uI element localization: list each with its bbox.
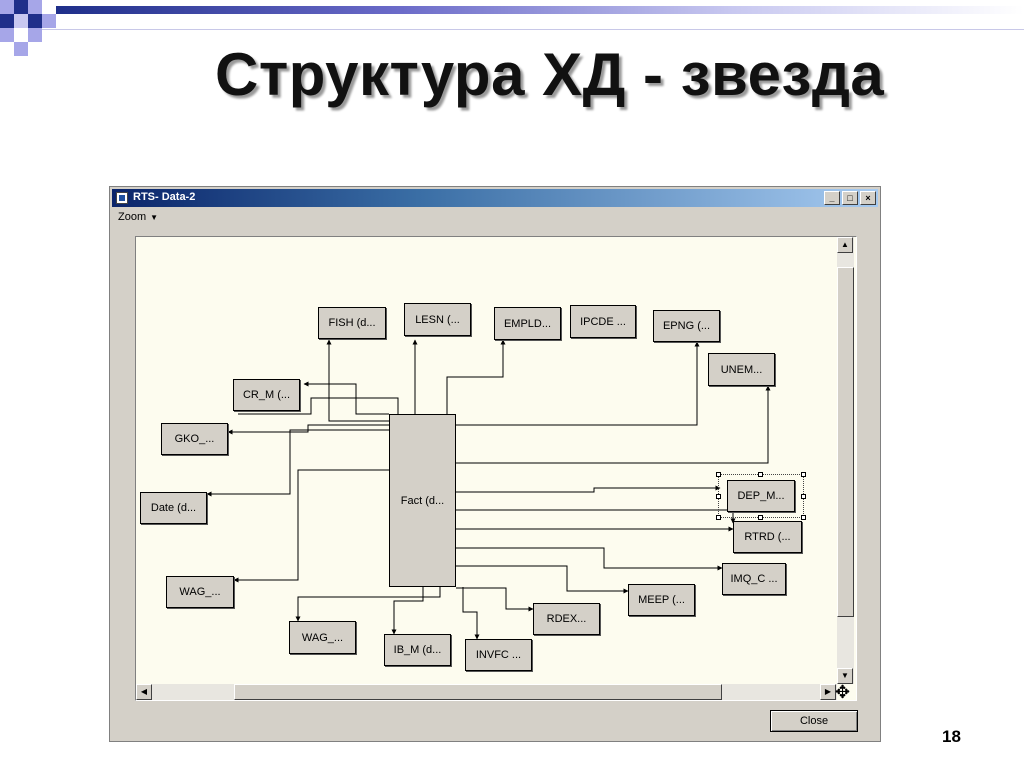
decor-square (0, 14, 14, 28)
dimension-ipcde[interactable]: IPCDE ... (570, 305, 636, 338)
dimension-rdex[interactable]: RDEX... (533, 603, 600, 635)
decor-square (28, 28, 42, 42)
decor-line (42, 29, 1024, 30)
decor-square (28, 14, 42, 28)
minimize-button[interactable]: _ (824, 191, 840, 205)
vertical-scroll-thumb[interactable] (837, 267, 854, 617)
horizontal-scrollbar[interactable]: ◀ ▶ (136, 684, 837, 700)
resize-handle[interactable] (716, 494, 721, 499)
decor-square (14, 14, 28, 28)
dimension-dep-m[interactable]: DEP_M... (727, 480, 795, 512)
vertical-scrollbar[interactable]: ▲ ▼ (837, 237, 854, 684)
resize-handle[interactable] (801, 472, 806, 477)
close-window-button[interactable]: × (860, 191, 876, 205)
decor-square (42, 14, 56, 28)
page-number: 18 (942, 727, 961, 746)
scroll-left-icon[interactable]: ◀ (136, 684, 152, 700)
dimension-wag-bottom[interactable]: WAG_... (289, 621, 356, 654)
dimension-unem[interactable]: UNEM... (708, 353, 775, 386)
move-icon[interactable]: ✥ (835, 682, 851, 702)
resize-handle[interactable] (716, 472, 721, 477)
scroll-up-icon[interactable]: ▲ (837, 237, 853, 253)
dimension-epng[interactable]: EPNG (... (653, 310, 720, 342)
menu-zoom-label: Zoom (118, 211, 147, 223)
decor-square (14, 42, 28, 56)
menu-zoom[interactable]: Zoom▼ (118, 211, 158, 223)
dimension-date[interactable]: Date (d... (140, 492, 207, 524)
dimension-wag-left[interactable]: WAG_... (166, 576, 234, 608)
dimension-imq-c[interactable]: IMQ_C ... (722, 563, 786, 595)
decor-square (28, 0, 42, 14)
dimension-meep[interactable]: MEEP (... (628, 584, 695, 616)
app-icon (116, 192, 128, 204)
resize-handle[interactable] (801, 494, 806, 499)
decor-square (14, 0, 28, 14)
resize-handle[interactable] (758, 472, 763, 477)
scroll-right-icon[interactable]: ▶ (820, 684, 836, 700)
dimension-ib-m[interactable]: IB_M (d... (384, 634, 451, 666)
decor-square (0, 28, 14, 42)
horizontal-scroll-thumb[interactable] (234, 684, 722, 700)
dimension-invfc[interactable]: INVFC ... (465, 639, 532, 671)
dimension-cr-m[interactable]: CR_M (... (233, 379, 300, 411)
maximize-button[interactable]: □ (842, 191, 858, 205)
resize-handle[interactable] (716, 515, 721, 520)
dimension-empld[interactable]: EMPLD... (494, 307, 561, 340)
chevron-down-icon: ▼ (150, 213, 159, 222)
resize-handle[interactable] (801, 515, 806, 520)
scroll-down-icon[interactable]: ▼ (837, 668, 853, 684)
dimension-fish[interactable]: FISH (d... (318, 307, 386, 339)
window-titlebar[interactable]: RTS- Data-2 _ □ × (112, 189, 878, 207)
fact-table[interactable]: Fact (d... (389, 414, 456, 587)
slide-title: Структура ХД - звезда (215, 41, 885, 108)
decor-square (0, 0, 14, 14)
dimension-lesn[interactable]: LESN (... (404, 303, 471, 336)
close-button[interactable]: Close (770, 710, 858, 732)
resize-handle[interactable] (758, 515, 763, 520)
dimension-rtrd[interactable]: RTRD (... (733, 521, 802, 553)
window-title: RTS- Data-2 (133, 191, 196, 203)
decor-bar (56, 6, 1024, 14)
dimension-gko[interactable]: GKO_... (161, 423, 228, 455)
